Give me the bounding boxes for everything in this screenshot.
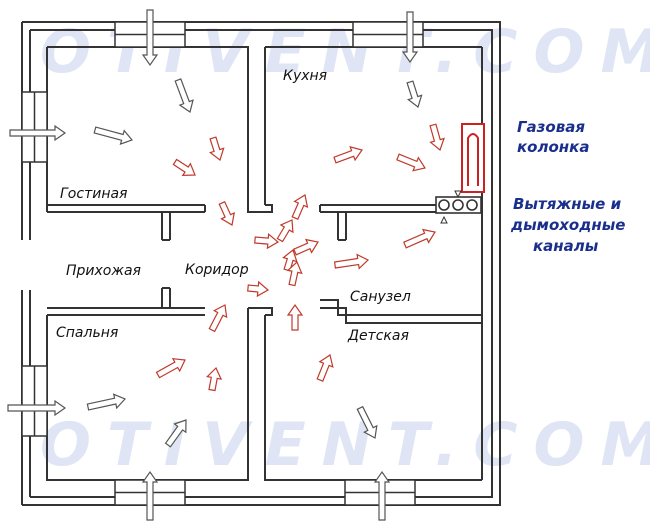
callout-ducts-line2: дымоходные [510,216,625,234]
wall-segment [30,29,493,498]
indoor-airflow-arrow-icon [254,232,280,250]
exhaust-duct-icon [435,196,482,224]
indoor-airflow-arrow-icon [209,136,225,161]
wall-segment [247,204,273,213]
fresh-air-arrow-icon [401,11,419,64]
indoor-airflow-arrow-icon [282,248,298,272]
fresh-air-arrow-icon [164,419,187,448]
fresh-air-arrow-icon [7,399,67,417]
room-label-bedroom: Спальня [56,325,118,341]
watermark-bottom: OTIVENT.COM [40,410,650,480]
room-label-living: Гостиная [60,186,127,202]
callout-gas-line2: колонка [517,138,589,156]
indoor-airflow-arrow-icon [218,201,236,226]
room-label-hall: Прихожая [66,263,141,279]
fresh-air-arrow-icon [141,470,159,521]
indoor-airflow-arrow-icon [208,304,228,333]
gas-water-heater-icon [454,123,485,199]
indoor-airflow-arrow-icon [291,194,309,220]
fresh-air-arrow-icon [9,124,67,142]
window [21,365,48,437]
indoor-airflow-arrow-icon [206,366,223,392]
room-label-kids: Детская [347,328,409,344]
indoor-airflow-arrow-icon [333,253,370,270]
indoor-airflow-arrow-icon [333,146,363,164]
wall-segment [47,46,249,205]
indoor-airflow-arrow-icon [286,260,303,287]
callout-ducts-line1: Вытяжные и [513,195,622,213]
airflow-arrows [7,9,445,521]
fresh-air-arrow-icon [406,80,423,108]
fresh-air-arrow-icon [141,9,159,67]
indoor-airflow-arrow-icon [172,158,196,177]
indoor-airflow-arrow-icon [286,303,304,331]
indoor-airflow-arrow-icon [429,123,445,152]
callout-ducts-line3: каналы [533,237,599,255]
room-label-kitchen: Кухня [283,68,327,84]
wall-segment [248,307,273,316]
fresh-air-arrow-icon [93,126,134,146]
fresh-air-arrow-icon [373,470,391,521]
indoor-airflow-arrow-icon [396,153,426,172]
wall-segment [22,21,501,506]
indoor-airflow-arrow-icon [403,228,436,249]
wall-segment [338,232,347,241]
indoor-airflow-arrow-icon [293,238,319,256]
indoor-airflow-arrow-icon [155,357,186,379]
fresh-air-arrow-icon [356,405,378,439]
room-label-corridor: Коридор [185,262,249,278]
fresh-air-arrow-icon [86,393,127,411]
window [21,91,48,163]
wall-segment [161,287,171,308]
wall-segment [161,212,171,241]
callout-gas-line1: Газовая [517,118,585,136]
indoor-airflow-arrow-icon [316,354,334,382]
indoor-airflow-arrow-icon [247,280,270,298]
fresh-air-arrow-icon [174,78,194,113]
room-label-bathroom: Санузел [350,289,411,305]
wall-segment [320,299,482,324]
indoor-airflow-arrow-icon [276,219,294,243]
wall-segment [337,212,347,240]
